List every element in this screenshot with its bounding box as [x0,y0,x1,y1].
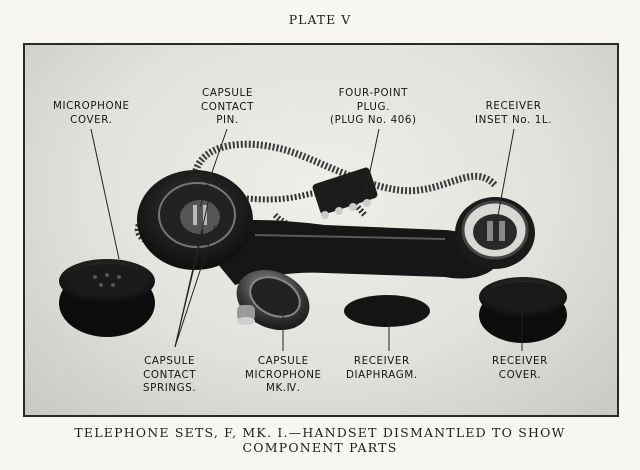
handset-body [190,220,495,285]
plate-title: PLATE V [288,12,352,27]
label-four-point-plug: FOUR-POINT PLUG. (PLUG No. 406) [330,87,417,126]
label-microphone-cover: MICROPHONE COVER. [53,100,130,126]
label-capsule-contact-springs: CAPSULE CONTACT SPRINGS. [143,355,197,394]
label-capsule-microphone: CAPSULE MICROPHONE MK.Ⅳ. [245,355,322,394]
handset-photograph: MICROPHONE COVER. CAPSULE CONTACT PIN. F… [23,43,619,417]
receiver-cover [479,277,567,343]
label-receiver-cover: RECEIVER COVER. [492,355,548,381]
caption-line-2: COMPONENT PARTS [242,440,398,455]
label-receiver-inset: RECEIVER INSET No. 1L. [475,100,553,126]
label-receiver-diaphragm: RECEIVER DIAPHRAGM. [346,355,418,381]
microphone-cover [59,259,155,337]
label-capsule-contact-pin: CAPSULE CONTACT PIN. [201,87,255,126]
four-point-plug [312,167,378,219]
plate-caption: TELEPHONE SETS, F, MK. I.—HANDSET DISMAN… [0,425,640,455]
handset-cord [191,140,498,195]
caption-line-1: TELEPHONE SETS, F, MK. I.—HANDSET DISMAN… [74,425,566,440]
receiver-diaphragm [344,295,430,327]
capsule-microphone [236,269,310,331]
leader-lines [90,128,523,351]
handset-components-illustration [59,128,567,351]
